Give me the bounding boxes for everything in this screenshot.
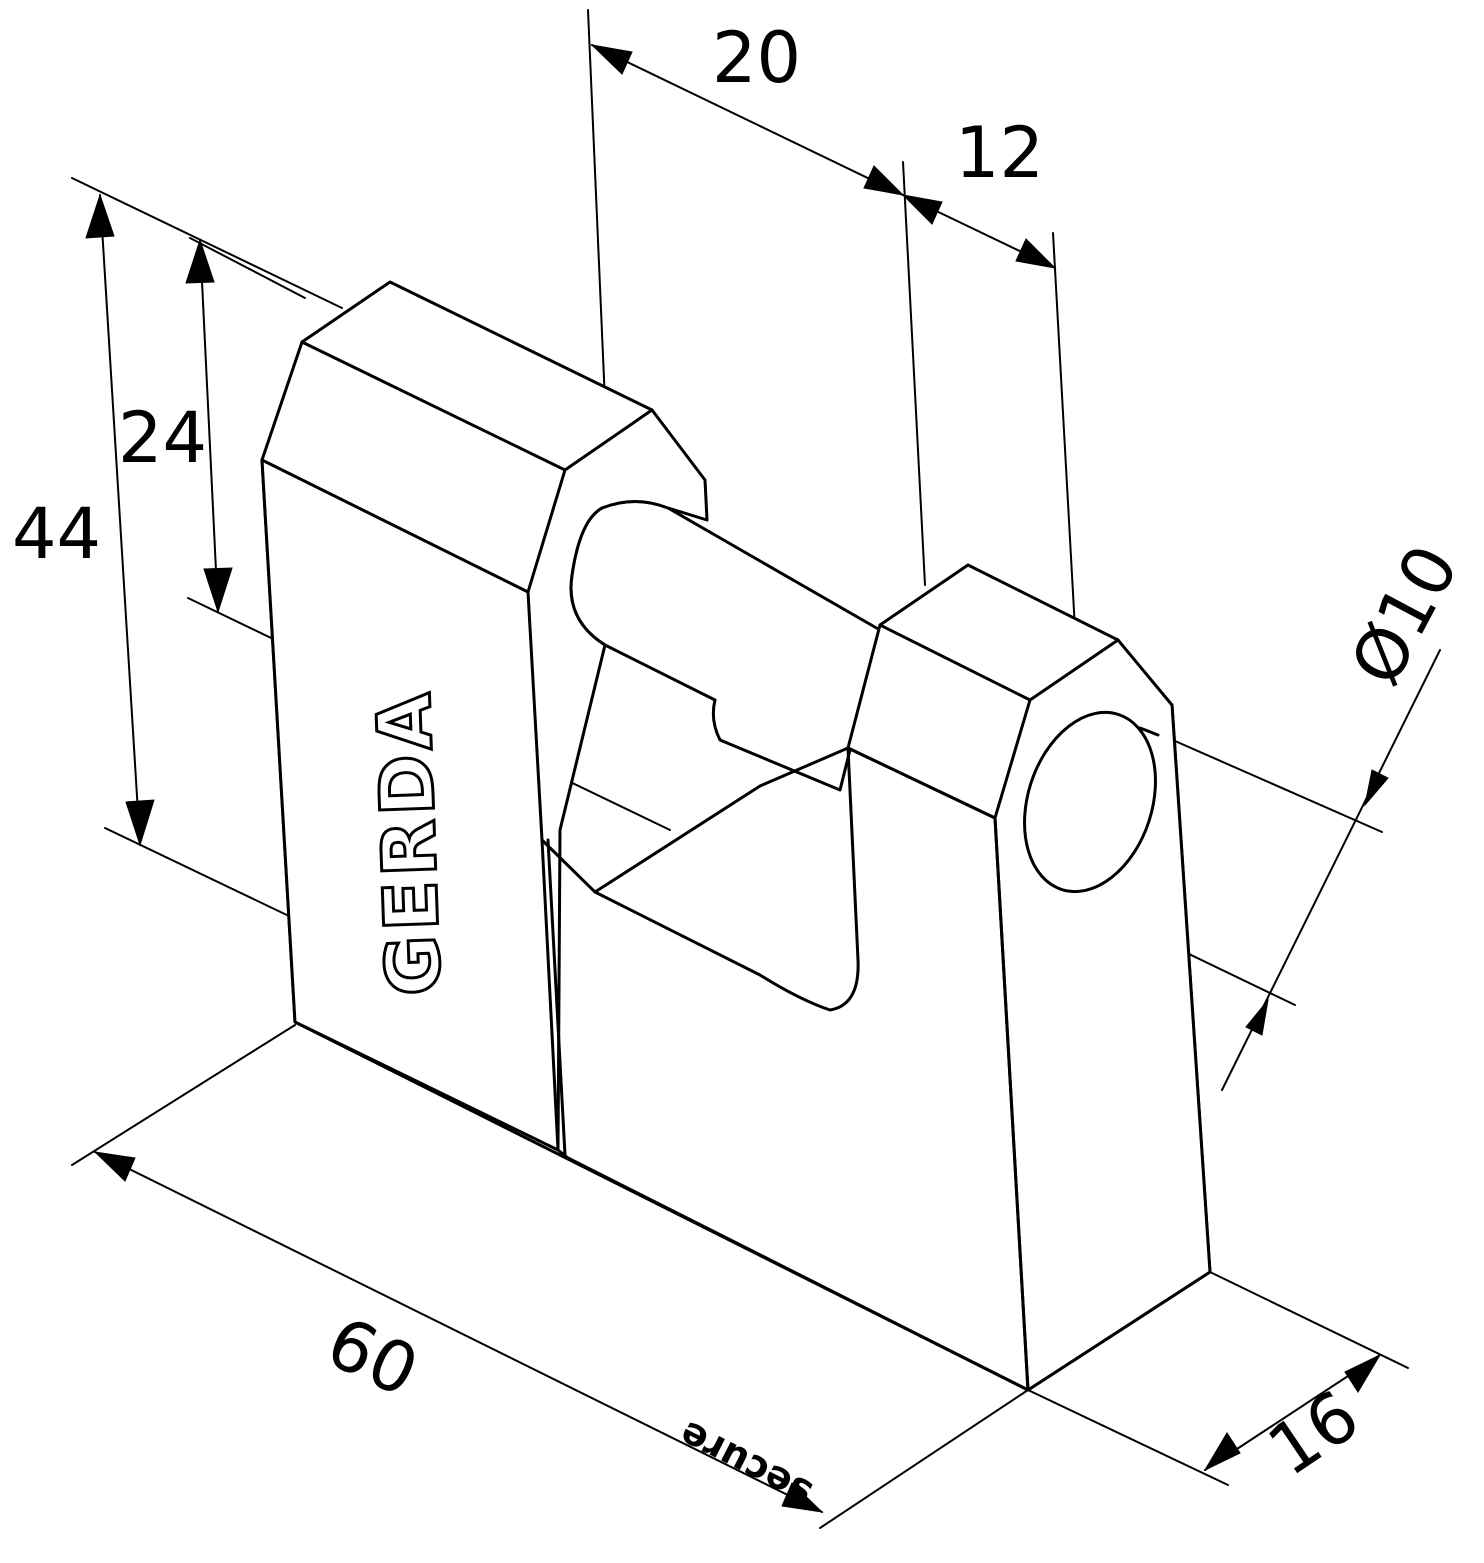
branding: GERDA secure xyxy=(360,686,819,1516)
shackle-slot xyxy=(540,746,860,1012)
dim-label-44: 44 xyxy=(12,493,101,575)
arrowhead xyxy=(203,567,233,614)
arrowhead xyxy=(1015,238,1057,269)
arrowhead xyxy=(1245,998,1269,1036)
dim-label-20: 20 xyxy=(712,17,801,99)
arrowhead xyxy=(901,194,943,225)
arrowhead xyxy=(85,193,115,239)
arrowhead xyxy=(1203,1432,1241,1472)
right-block xyxy=(846,563,1212,1392)
arrowhead xyxy=(185,238,215,284)
dimension-labels: 20 12 44 24 Ø10 60 16 xyxy=(12,17,1475,1492)
left-block xyxy=(260,280,709,1152)
dim-label-16: 16 xyxy=(1254,1374,1374,1492)
arrowhead xyxy=(93,1151,136,1182)
shackle-bar xyxy=(569,500,882,792)
arrowhead xyxy=(1364,769,1389,807)
arrowhead xyxy=(781,1482,824,1513)
dimension-lines xyxy=(85,44,1441,1513)
dim-label-12: 12 xyxy=(955,112,1044,194)
shackle-end xyxy=(1023,710,1157,894)
arrowhead xyxy=(125,799,155,847)
dim-label-24: 24 xyxy=(118,397,207,479)
arrowhead xyxy=(1344,1353,1382,1393)
arrowhead xyxy=(863,165,905,196)
padlock-body xyxy=(260,280,1212,1392)
arrowhead xyxy=(590,44,633,75)
dim-label-60: 60 xyxy=(315,1301,430,1413)
brand-logo: GERDA xyxy=(361,688,458,998)
brand-tagline: secure xyxy=(672,1412,819,1516)
extension-lines xyxy=(71,9,1409,1529)
dim-label-diameter: Ø10 xyxy=(1335,532,1475,698)
